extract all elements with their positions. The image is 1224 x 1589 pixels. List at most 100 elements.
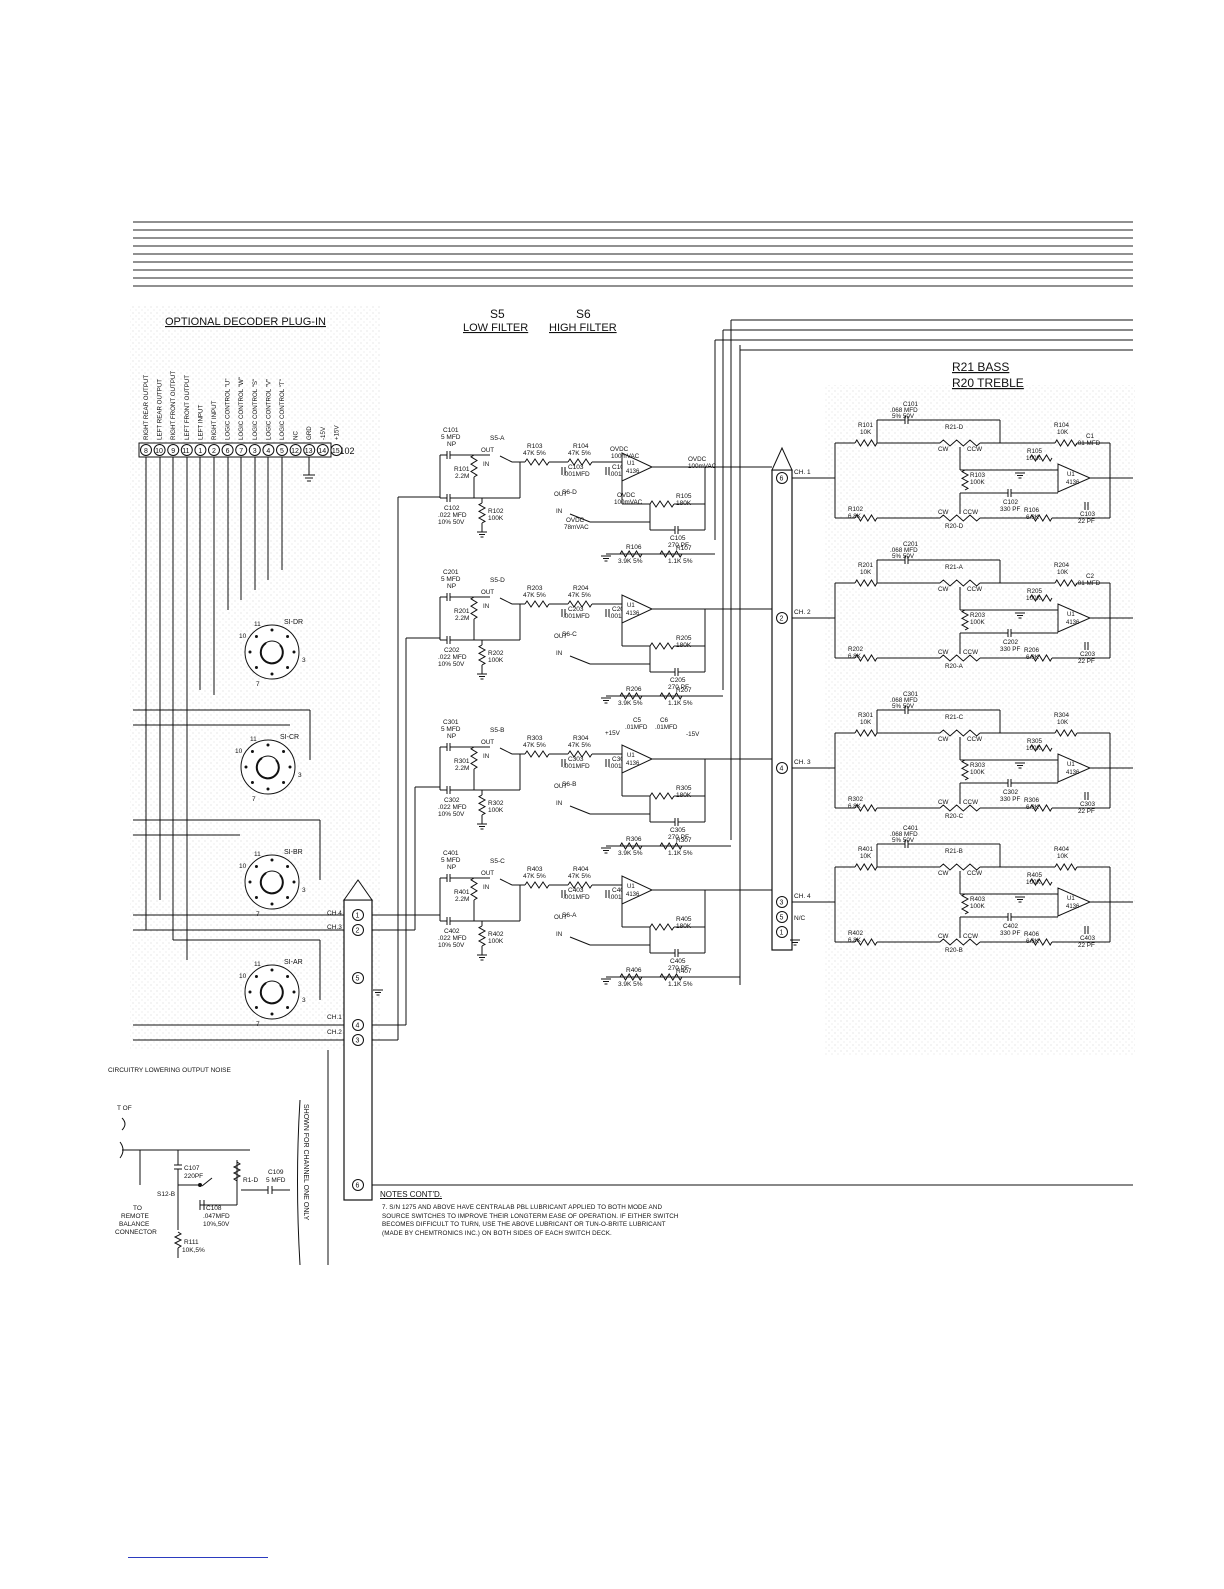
c104-capacitor [605,609,610,617]
res-value: 3.9K 5% [618,558,643,565]
bass-pot [939,863,981,871]
j102-pin-label: LOGIC CONTROL "S" [252,379,259,440]
res-value: 1.1K 5% [668,981,693,988]
r101-resistor [854,579,878,587]
c102-capacitor [446,636,451,644]
j102-pin [140,444,152,456]
j102-pin-number: 9 [171,448,175,455]
cap-ref: C401 [443,850,459,857]
c102-capacitor [446,917,451,925]
ground-symbol [477,823,487,830]
pot-ccw: CCW [963,799,978,806]
bass-pot [939,579,981,587]
res-ref: R303 [970,762,986,769]
switch-wafer [244,624,300,680]
r106-resistor [619,692,643,700]
switch-contact [254,634,258,638]
res-ref: R102 [488,508,504,515]
cap-value: 22 PF [1078,942,1095,949]
switch-in-label: IN [556,931,562,938]
res-ref: R101 [454,466,470,473]
switch-name: SI-CR [280,734,299,741]
cap-ref: C103 [1080,511,1096,518]
r104-resistor [567,600,593,608]
s6-switch-ref: S6-B [562,781,576,788]
r106-resistor [1029,938,1053,946]
cap-rating: 10% 50V [438,519,465,526]
res-ref: R302 [488,800,504,807]
r102-resistor [477,644,487,666]
op-amp-ref: U1 [1067,472,1075,478]
j102-pin-number: 3 [253,448,257,455]
j102-pin-label: LOGIC CONTROL "V" [265,379,272,440]
switch-in-label: IN [556,650,562,657]
ground-symbol [477,531,487,538]
res-ref: R404 [1054,846,1070,853]
res-value: 10K [860,569,872,576]
switch-contact [270,628,274,632]
r105-resistor [1029,454,1053,462]
c105-capacitor [674,526,679,534]
r104-resistor [567,458,593,466]
r105-resistor [649,500,675,508]
switch-contact [254,666,258,670]
r103-resistor [960,759,970,781]
switch-blade [499,455,513,463]
res-ref: R203 [527,585,543,592]
res-value: 10K [860,853,872,860]
res-value: 47K 5% [568,592,591,599]
j102-pin-number: 15 [332,448,340,455]
j102-pin [316,444,329,456]
r105-resistor [1029,744,1053,752]
r105-resistor [649,642,675,650]
pot-ccw: CCW [967,870,982,877]
cap-np: NP [447,733,456,740]
res-ref: R304 [1054,712,1070,719]
r102-resistor [477,502,487,524]
res-ref: R107 [676,545,692,552]
switch-contact [282,749,286,753]
res-ref: R401 [454,889,470,896]
cap-ref: C102 [444,505,460,512]
cap-ref: C305 [670,827,686,834]
j102-pin-label: LOGIC CONTROL "W" [238,377,245,440]
cap-rating: 5% 50V [892,703,915,710]
bass-pot [939,439,981,447]
cap-value: 330 PF [1000,796,1020,803]
switch-contact [250,781,254,785]
switch-out-label: OUT [554,491,567,498]
res-value: 6.8K [1026,804,1040,811]
cap-value: .01MFD [655,724,678,731]
op-amp-part: 4136 [1066,620,1080,626]
cap-ref: C203 [1080,651,1096,658]
switch-out-label: OUT [481,870,494,877]
res-ref: R104 [573,443,589,450]
left-conn-pin-number: 2 [356,928,360,935]
cap-rating: 5% 50V [892,413,915,420]
res-ref: R301 [454,758,470,765]
switch-wafer [240,739,296,795]
res-ref: R306 [626,836,642,843]
j102-pin-label: NC [293,431,300,440]
j102-pin-number: 12 [291,448,299,455]
s6-switch-ref: S6-A [562,912,577,919]
cap-value: 330 PF [1000,506,1020,513]
r103-resistor [960,893,970,915]
res-ref: R103 [527,443,543,450]
switch-pin: 10 [239,973,247,980]
pot-ref: R20-C [945,813,964,820]
j102-pin-label: LEFT INPUT [197,404,204,440]
voltage-annotation: 78mVAC [564,524,589,531]
cap-ref: C301 [443,719,459,726]
switch-contact [254,974,258,978]
res-ref: R305 [1027,738,1043,745]
cap-value: 5 MFD [441,726,461,733]
cap-value: .022 MFD [438,512,467,519]
op-amp-body [1057,753,1092,783]
j102-pin-number: 8 [144,448,148,455]
cap-value: 5 MFD [441,576,461,583]
s6-switch-ref: S6-C [562,631,577,638]
